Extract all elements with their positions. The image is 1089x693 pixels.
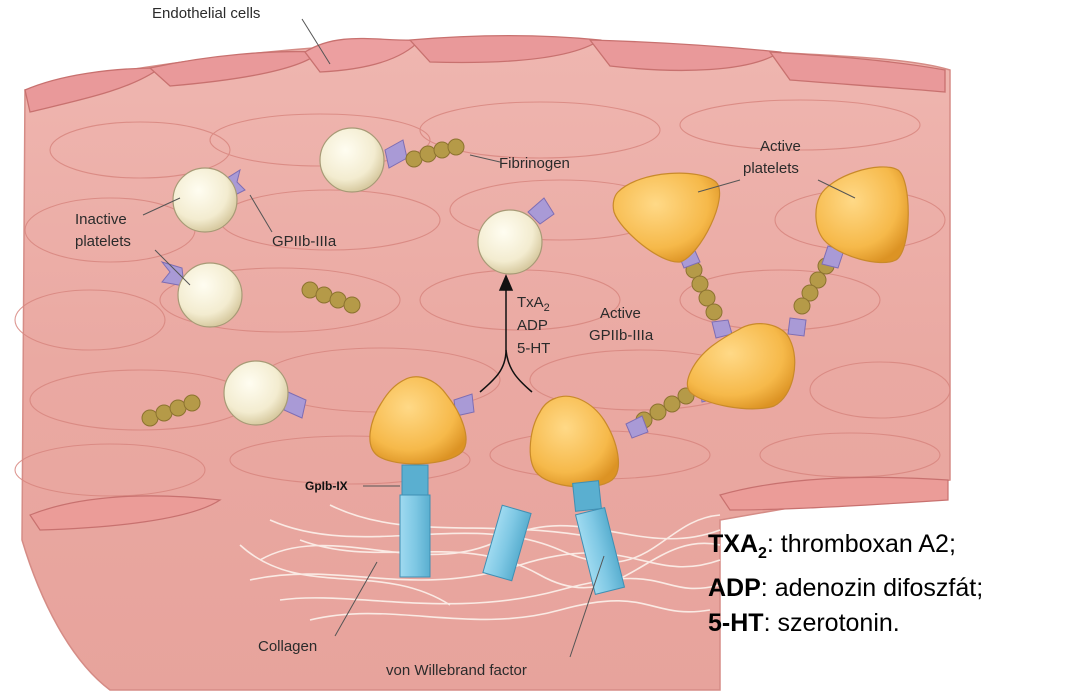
abbreviation-legend: TXA2: thromboxan A2; ADP: adenozin difos… bbox=[708, 527, 1088, 641]
active-platelets-label-line1: Active bbox=[760, 138, 801, 155]
vwf-label: von Willebrand factor bbox=[386, 662, 527, 679]
fibrinogen-chains bbox=[141, 138, 835, 429]
endothelial-layer bbox=[24, 34, 946, 113]
active-platelet-upper-right bbox=[815, 166, 909, 264]
txa2-label: TxA2 bbox=[517, 294, 550, 314]
wall-cells bbox=[14, 99, 951, 497]
legend-term: TXA bbox=[708, 530, 758, 558]
legend-row-txa2: TXA2: thromboxan A2; bbox=[708, 527, 1088, 571]
active-platelets-label-line2: platelets bbox=[743, 160, 799, 177]
active-platelet-middle-right bbox=[686, 323, 796, 410]
inactive-platelet-4 bbox=[223, 360, 307, 426]
legend-row-5ht: 5-HT: szerotonin. bbox=[708, 606, 1088, 641]
legend-term: 5-HT bbox=[708, 609, 764, 637]
legend-term: ADP bbox=[708, 574, 761, 602]
adp-label: ADP bbox=[517, 317, 548, 334]
legend-desc: : thromboxan A2; bbox=[766, 530, 956, 558]
active-platelet-upper-left bbox=[612, 172, 721, 263]
inactive-platelet-5 bbox=[477, 197, 555, 275]
lower-endothelium bbox=[29, 476, 949, 531]
leader-lines bbox=[142, 18, 856, 658]
inactive-platelet-1 bbox=[172, 167, 246, 233]
collagen-label: Collagen bbox=[258, 638, 317, 655]
endothelial-cells-label: Endothelial cells bbox=[152, 5, 260, 22]
inactive-platelet-3 bbox=[319, 127, 408, 193]
active-platelet-adhered-left bbox=[369, 376, 467, 465]
active-gpiib-iiia-label-line2: GPIIb-IIIa bbox=[589, 327, 654, 344]
vwf-rods bbox=[399, 464, 626, 596]
5ht-label: 5-HT bbox=[517, 340, 550, 357]
fibrinogen-label: Fibrinogen bbox=[499, 155, 570, 172]
inactive-platelets-label-line2: platelets bbox=[75, 233, 131, 250]
inactive-platelets-label-line1: Inactive bbox=[75, 211, 127, 228]
inactive-platelet-2 bbox=[160, 261, 243, 328]
collagen-fibres bbox=[239, 504, 721, 621]
active-gpiib-iiia-label-line1: Active bbox=[600, 305, 641, 322]
legend-term-sub: 2 bbox=[758, 545, 767, 562]
legend-desc: : szerotonin. bbox=[763, 609, 900, 637]
legend-desc: : adenozin difoszfát; bbox=[760, 574, 984, 602]
legend-row-adp: ADP: adenozin difoszfát; bbox=[708, 571, 1088, 606]
gpib-ix-label: GpIb-IX bbox=[305, 479, 348, 493]
gpiib-iiia-label: GPIIb-IIIa bbox=[272, 233, 337, 250]
activation-arrow bbox=[479, 274, 533, 393]
